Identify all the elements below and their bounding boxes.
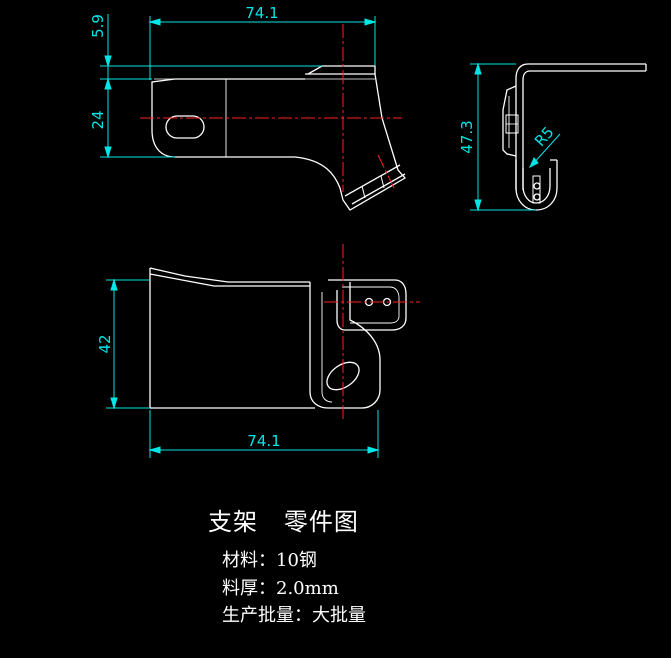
side-height-arrow-bottom bbox=[104, 146, 112, 159]
front-view bbox=[149, 267, 407, 409]
top-view-outline bbox=[151, 73, 407, 211]
right-height-dim-label: 47.3 bbox=[458, 120, 476, 153]
front-view-dimensions bbox=[106, 278, 380, 458]
right-view-side-tab bbox=[502, 85, 517, 157]
top-view-slot bbox=[165, 115, 205, 139]
top-view-dimensions bbox=[100, 14, 377, 159]
bottom-width-dim-label: 74.1 bbox=[247, 432, 280, 450]
radius-leader bbox=[531, 133, 561, 166]
top-view bbox=[151, 65, 407, 211]
top-view-tab-centerline bbox=[377, 154, 395, 189]
top-view-tab bbox=[344, 164, 406, 205]
top-view-flange bbox=[307, 65, 376, 75]
top-view-tab-hole-a bbox=[361, 185, 366, 199]
front-view-tab bbox=[328, 279, 407, 331]
flange-thickness-dim-label: 5.9 bbox=[89, 14, 107, 38]
front-view-centerlines bbox=[324, 244, 420, 420]
right-view-hook-slot bbox=[532, 175, 541, 204]
thickness-info: 料厚：2.0mm bbox=[222, 578, 339, 599]
bottom-height-arrow-top bbox=[110, 278, 118, 291]
bottom-width-arrow-left bbox=[148, 446, 161, 454]
right-view-hook-rivet-b bbox=[533, 193, 541, 201]
side-height-dim-label: 24 bbox=[89, 110, 107, 129]
radius-arrow bbox=[528, 157, 539, 169]
material-info: 材料：10钢 bbox=[222, 550, 317, 571]
top-view-tab-hole-b bbox=[380, 175, 385, 189]
right-height-arrow-bottom bbox=[474, 199, 482, 212]
front-view-tab-inner bbox=[342, 286, 400, 324]
right-height-arrow-top bbox=[474, 62, 482, 75]
flange-thickness-arrow-top bbox=[104, 55, 112, 68]
bottom-height-dim-label: 42 bbox=[96, 334, 114, 353]
drawing-title: 支架 零件图 bbox=[208, 508, 359, 536]
front-view-lug-hole bbox=[326, 361, 360, 391]
top-view-centerlines bbox=[140, 24, 402, 192]
batch-info: 生产批量：大批量 bbox=[222, 605, 366, 626]
right-view-hook-rivet-a bbox=[533, 182, 541, 190]
right-view bbox=[502, 63, 647, 211]
top-width-arrow-left bbox=[148, 18, 161, 26]
bottom-height-arrow-bottom bbox=[110, 397, 118, 410]
right-view-dimensions bbox=[470, 62, 561, 212]
top-width-dim-label: 74.1 bbox=[245, 4, 278, 22]
right-view-flange bbox=[515, 63, 646, 190]
top-width-arrow-right bbox=[364, 18, 377, 26]
bottom-width-arrow-right bbox=[367, 446, 380, 454]
front-view-lug bbox=[309, 282, 381, 409]
front-view-lug-inner bbox=[321, 292, 333, 403]
radius-dim-label: R5 bbox=[531, 123, 558, 150]
front-view-top-edge bbox=[149, 267, 310, 287]
